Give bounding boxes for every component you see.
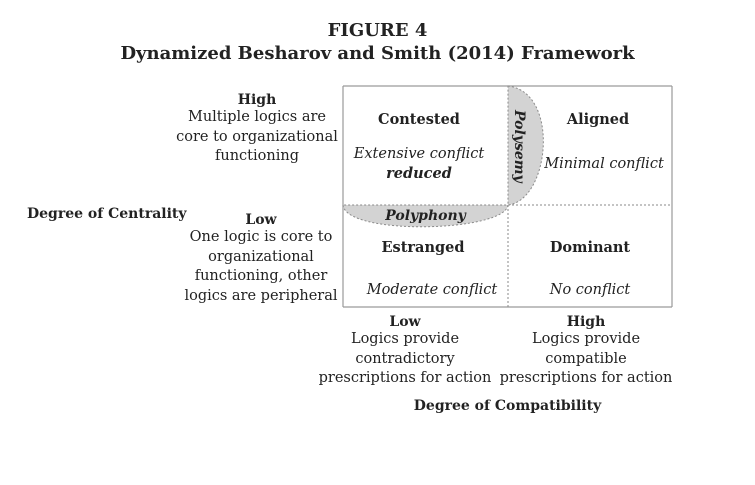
- y-axis-low-desc-2: organizational: [208, 248, 314, 265]
- quadrant-title: Aligned: [566, 111, 630, 128]
- quadrant-estranged-conflict: Moderate conflict: [366, 282, 498, 298]
- quadrant-estranged: Estranged: [343, 239, 503, 256]
- quadrant-conflict-emphasis: reduced: [386, 165, 452, 182]
- quadrant-title: Estranged: [381, 239, 465, 256]
- x-axis-low-label: Low: [389, 314, 421, 330]
- quadrant-dominant: Dominant: [508, 239, 672, 256]
- x-axis-high-label: High: [566, 314, 606, 330]
- quadrant-dominant-conflict: No conflict: [549, 282, 631, 298]
- polysemy-label: Polysemy: [511, 110, 527, 183]
- x-axis-high: High Logics provide compatible prescript…: [496, 314, 676, 389]
- y-axis-high: High Multiple logics are core to organiz…: [172, 92, 342, 167]
- x-axis-low-desc-2: contradictory: [355, 350, 455, 367]
- quadrant-aligned: Aligned: [540, 111, 656, 128]
- quadrant-contested: Contested Extensive conflict reduced: [343, 111, 495, 184]
- quadrant-title: Contested: [378, 111, 460, 128]
- y-axis-low-label: Low: [245, 212, 277, 228]
- x-axis-title: Degree of Compatibility: [413, 398, 602, 414]
- figure-number: FIGURE 4: [327, 20, 428, 41]
- y-axis-high-desc-2: core to organizational: [176, 128, 338, 145]
- x-axis-high-desc-2: compatible: [545, 350, 627, 367]
- x-axis-low-desc-1: Logics provide: [350, 331, 460, 347]
- y-axis-low: Low One logic is core to organizational …: [176, 212, 346, 306]
- y-axis-low-desc-1: One logic is core to: [189, 229, 333, 245]
- figure-title: Dynamized Besharov and Smith (2014) Fram…: [120, 43, 635, 64]
- y-axis-low-desc-4: logics are peripheral: [184, 287, 338, 304]
- y-axis-low-desc-3: functioning, other: [194, 268, 328, 284]
- y-axis-high-label: High: [237, 92, 277, 108]
- x-axis-low-desc-3: prescriptions for action: [318, 370, 492, 386]
- polyphony-label: Polyphony: [385, 208, 466, 224]
- x-axis-high-desc-3: prescriptions for action: [499, 370, 673, 386]
- quadrant-conflict: Extensive conflict: [353, 146, 485, 162]
- quadrant-aligned-conflict: Minimal conflict: [544, 156, 664, 172]
- polyphony-overlay: [342, 204, 509, 228]
- y-axis-high-desc-1: Multiple logics are: [187, 109, 326, 125]
- y-axis-title: Degree of Centrality: [27, 206, 187, 222]
- x-axis-low: Low Logics provide contradictory prescri…: [316, 314, 494, 389]
- y-axis-high-desc-3: functioning: [215, 148, 299, 164]
- x-axis-high-desc-1: Logics provide: [531, 331, 641, 347]
- polysemy-overlay: [507, 85, 544, 206]
- quadrant-title: Dominant: [549, 239, 631, 256]
